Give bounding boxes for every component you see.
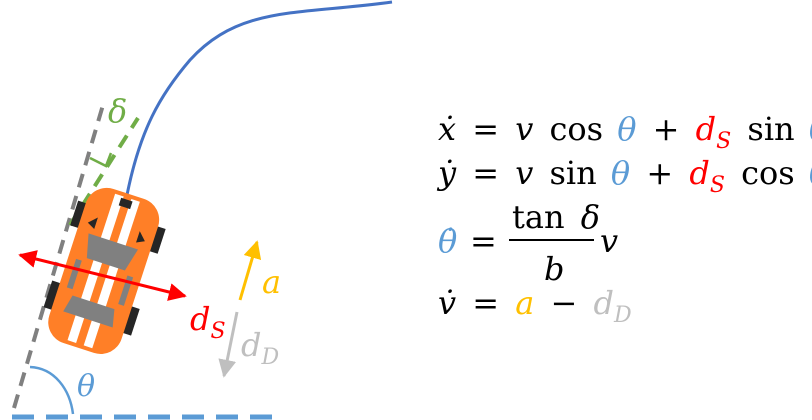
equation-theta-dot-equals: = bbox=[470, 222, 497, 260]
equation-v-dot: v̇ = a − dD bbox=[438, 284, 632, 328]
heading-line bbox=[12, 104, 105, 409]
theta-label: θ bbox=[77, 369, 95, 404]
drag-disturbance-arrow bbox=[218, 311, 239, 378]
trajectory-path bbox=[125, 0, 393, 196]
equation-theta-dot-numerator: tan δ bbox=[512, 198, 600, 236]
equation-theta-dot-v: v bbox=[600, 222, 618, 260]
ds-symbol: d bbox=[190, 300, 210, 338]
equations: ẋ = v cos θ + dS sin θ ẏ = v sin θ + dS … bbox=[436, 110, 812, 328]
equation-y-dot: ẏ = v sin θ + dS cos θ bbox=[436, 154, 812, 200]
acceleration-arrow bbox=[238, 240, 262, 301]
equation-theta-dot-denominator: b bbox=[544, 250, 564, 288]
delta-label: δ bbox=[108, 92, 127, 130]
dd-subscript: D bbox=[260, 345, 279, 370]
equation-x-dot: ẋ = v cos θ + dS sin θ bbox=[438, 110, 812, 156]
acceleration-label: a bbox=[262, 263, 281, 301]
lateral-disturbance-arrow bbox=[18, 250, 187, 301]
equation-theta-dot-lhs: θ̇ bbox=[438, 222, 457, 260]
dd-symbol: d bbox=[241, 326, 261, 364]
theta-angle-arc bbox=[29, 365, 75, 415]
lateral-disturbance-label: dS bbox=[190, 300, 226, 344]
ds-subscript: S bbox=[210, 319, 225, 344]
steering-line bbox=[68, 116, 140, 227]
delta-angle-marker bbox=[89, 152, 113, 168]
drag-disturbance-label: dD bbox=[241, 326, 279, 370]
